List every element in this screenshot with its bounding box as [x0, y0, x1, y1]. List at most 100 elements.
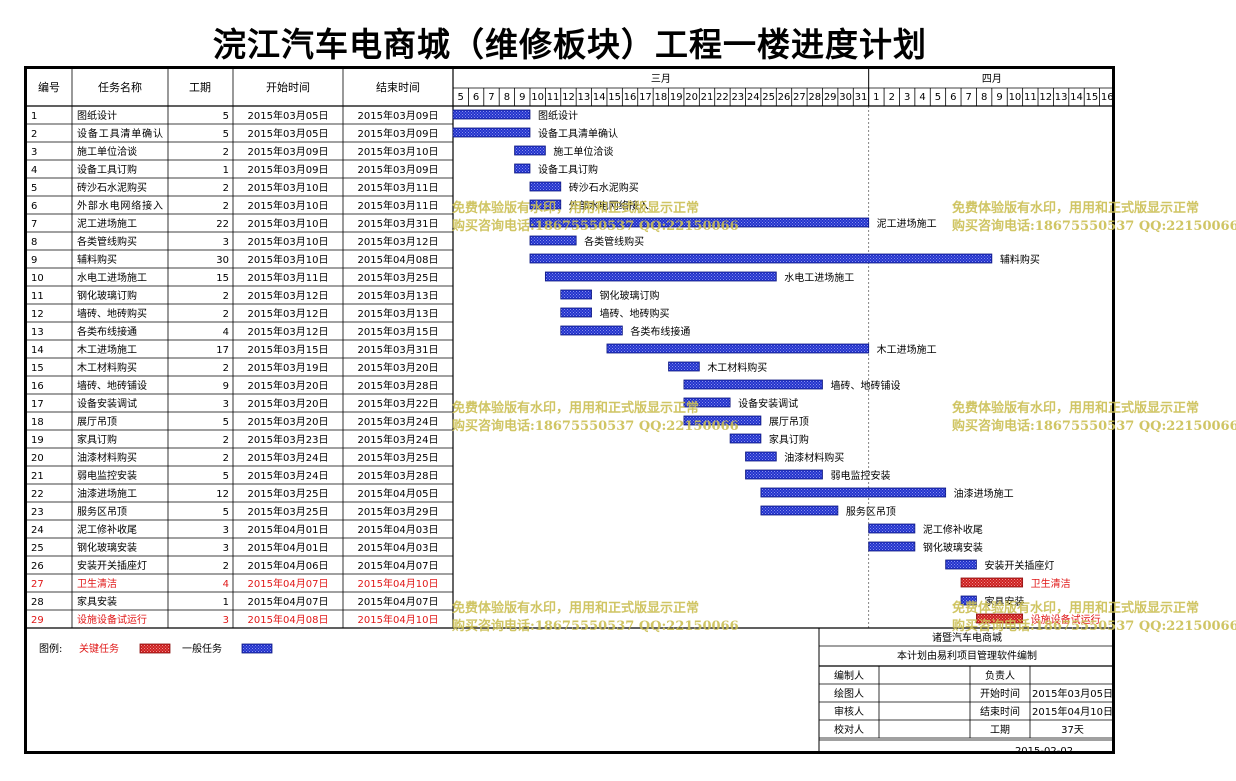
task-duration: 2: [223, 453, 229, 464]
info-cell: 校对人: [834, 723, 864, 736]
task-id: 10: [31, 273, 44, 284]
bar-label: 施工单位洽谈: [553, 145, 613, 158]
task-start: 2015年03月24日: [248, 469, 329, 482]
task-id: 24: [31, 525, 44, 536]
day-tick-label: 7: [966, 92, 972, 103]
task-name: 卫生清洁: [77, 577, 117, 590]
task-start: 2015年03月10日: [248, 253, 329, 266]
task-start: 2015年03月10日: [248, 199, 329, 212]
task-id: 14: [31, 345, 44, 356]
day-tick-label: 25: [762, 92, 775, 103]
day-tick-label: 9: [519, 92, 525, 103]
task-id: 5: [31, 183, 37, 194]
task-end: 2015年04月08日: [358, 253, 439, 266]
task-duration: 2: [223, 435, 229, 446]
task-name: 设施设备试运行: [77, 613, 147, 626]
task-name: 钢化玻璃安装: [77, 541, 137, 554]
gantt-bar: [960, 595, 977, 606]
task-name: 施工单位洽谈: [77, 145, 137, 158]
gantt-bar: [868, 541, 916, 552]
task-start: 2015年03月05日: [248, 109, 329, 122]
task-start: 2015年03月11日: [248, 271, 329, 284]
task-start: 2015年03月10日: [248, 217, 329, 230]
task-start: 2015年03月24日: [248, 451, 329, 464]
day-tick-label: 1: [873, 92, 879, 103]
task-start: 2015年03月10日: [248, 235, 329, 248]
task-end: 2015年03月13日: [358, 307, 439, 320]
day-tick-label: 23: [731, 92, 744, 103]
info-cell: 2015年04月10日: [1032, 705, 1112, 718]
task-name: 外部水电网络接入: [77, 199, 163, 212]
task-duration: 17: [216, 345, 229, 356]
bar-label: 卫生清洁: [1031, 577, 1071, 590]
task-id: 29: [31, 615, 44, 626]
page-title: 浣江汽车电商城（维修板块）工程一楼进度计划: [213, 25, 927, 64]
bar-label: 各类管线购买: [584, 235, 644, 248]
task-duration: 2: [223, 309, 229, 320]
info-cell: 工期: [990, 724, 1010, 736]
bar-label: 水电工进场施工: [784, 271, 854, 284]
task-duration: 2: [223, 363, 229, 374]
task-name: 图纸设计: [77, 109, 117, 122]
gantt-bar: [544, 271, 777, 282]
task-duration: 5: [223, 129, 229, 140]
task-start: 2015年03月09日: [248, 145, 329, 158]
day-tick-label: 31: [855, 92, 868, 103]
task-id: 26: [31, 561, 44, 572]
gantt-bar: [760, 505, 839, 516]
gantt-bar: [560, 325, 623, 336]
task-end: 2015年03月28日: [358, 469, 439, 482]
task-name: 泥工修补收尾: [77, 523, 137, 536]
task-duration: 4: [223, 327, 229, 338]
info-cell: 绘图人: [834, 687, 864, 700]
bar-label: 辅料购买: [1000, 253, 1040, 266]
task-end: 2015年03月24日: [358, 433, 439, 446]
task-name: 服务区吊顶: [77, 505, 127, 518]
info-cell: 开始时间: [980, 687, 1020, 700]
task-duration: 3: [223, 399, 229, 410]
day-tick-label: 6: [473, 92, 479, 103]
task-end: 2015年03月31日: [358, 343, 439, 356]
day-tick-label: 2: [889, 92, 895, 103]
task-duration: 3: [223, 525, 229, 536]
gantt-bar: [560, 307, 592, 318]
day-tick-label: 12: [562, 92, 575, 103]
day-tick-label: 29: [824, 92, 837, 103]
legend: 图例:关键任务一般任务: [39, 642, 273, 655]
day-tick-label: 5: [935, 92, 941, 103]
task-id: 16: [31, 381, 44, 392]
month-label: 三月: [651, 73, 671, 85]
task-name: 钢化玻璃订购: [77, 289, 137, 302]
task-id: 20: [31, 453, 44, 464]
gantt-bar: [683, 415, 762, 426]
task-id: 2: [31, 129, 37, 140]
day-tick-label: 20: [685, 92, 698, 103]
task-id: 12: [31, 309, 44, 320]
gantt-bar: [760, 487, 947, 498]
gantt-bar: [529, 235, 577, 246]
bar-label: 安装开关插座灯: [984, 559, 1054, 572]
task-start: 2015年04月07日: [248, 577, 329, 590]
task-duration: 2: [223, 183, 229, 194]
task-duration: 5: [223, 417, 229, 428]
bar-label: 木工进场施工: [877, 343, 937, 356]
gantt-bar: [960, 577, 1024, 588]
task-end: 2015年03月13日: [358, 289, 439, 302]
task-name: 油漆材料购买: [77, 451, 137, 464]
day-tick-label: 24: [747, 92, 760, 103]
task-name: 木工进场施工: [77, 343, 137, 356]
task-duration: 12: [216, 489, 229, 500]
task-duration: 2: [223, 561, 229, 572]
task-name: 家具安装: [77, 595, 117, 608]
bar-label: 钢化玻璃订购: [600, 289, 660, 302]
day-tick-label: 15: [1086, 92, 1099, 103]
day-tick-label: 15: [608, 92, 621, 103]
task-id: 13: [31, 327, 44, 338]
day-tick-label: 26: [778, 92, 791, 103]
gantt-bar: [606, 343, 870, 354]
task-name: 辅料购买: [77, 253, 117, 266]
legend-critical-swatch: [139, 643, 171, 654]
task-name: 泥工进场施工: [77, 217, 137, 230]
